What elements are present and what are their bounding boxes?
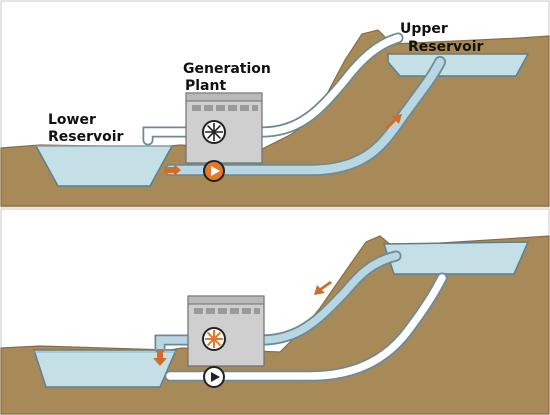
turbine-icon: [202, 327, 226, 351]
panel-bottom: [0, 208, 550, 415]
generation-plant-top: [185, 92, 263, 164]
upper-reservoir-label-line1: Upper: [400, 21, 448, 37]
generation-plant-label-line2: Plant: [185, 78, 226, 94]
pump-icon: [203, 160, 225, 182]
upper-reservoir-basin-top: [387, 53, 530, 77]
flow-arrow-icon: [164, 114, 402, 176]
lower-reservoir-label-line1: Lower: [48, 112, 96, 128]
lower-reservoir-basin-top: [34, 145, 174, 187]
generation-plant-label-line1: Generation: [183, 61, 271, 77]
flow-arrow-icon: [153, 281, 332, 366]
lower-reservoir-basin-bottom: [32, 349, 178, 388]
upper-reservoir-basin-bottom: [382, 241, 530, 275]
upper-reservoir-label-line2: Reservoir: [408, 39, 484, 55]
lower-reservoir-label-line2: Reservoir: [48, 129, 124, 145]
pump-icon: [203, 366, 225, 388]
panel-top: Upper Reservoir Generation Plant Lower R…: [0, 0, 550, 208]
generation-plant-bottom: [187, 295, 265, 367]
turbine-icon: [202, 120, 226, 144]
